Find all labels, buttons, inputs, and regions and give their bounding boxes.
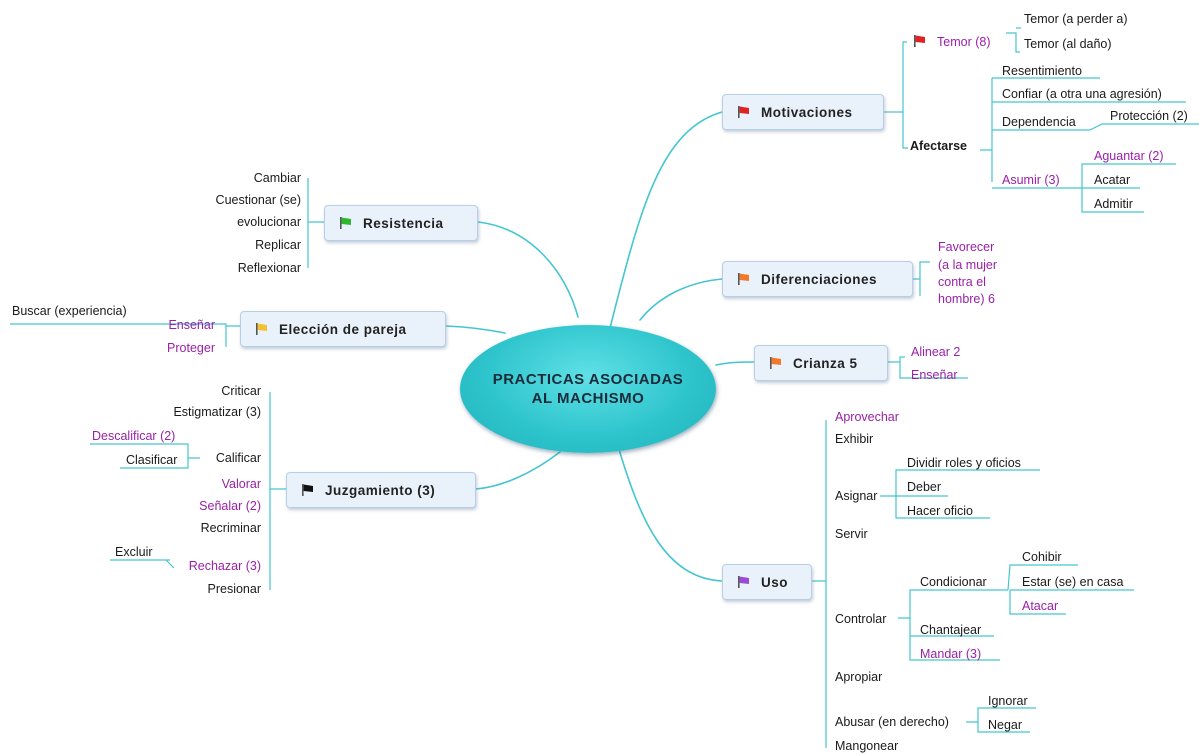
subtopic-estar-en-casa[interactable]: Estar (se) en casa <box>1022 575 1124 589</box>
topic-label: Resistencia <box>363 215 444 231</box>
topic-motivaciones[interactable]: Motivaciones <box>722 94 884 130</box>
subtopic-replicar[interactable]: Replicar <box>255 238 301 252</box>
subtopic-cohibir[interactable]: Cohibir <box>1022 550 1062 564</box>
subtopic-admitir[interactable]: Admitir <box>1094 197 1133 211</box>
topic-label: Diferenciaciones <box>761 271 878 287</box>
black-flag-icon <box>302 484 313 496</box>
subtopic-dividir-roles[interactable]: Dividir roles y oficios <box>907 456 1021 470</box>
subtopic-proteger[interactable]: Proteger <box>167 341 215 355</box>
topic-resistencia[interactable]: Resistencia <box>324 205 478 241</box>
red-flag-icon <box>914 35 925 47</box>
subtopic-favorecer-line3[interactable]: contra el <box>938 275 986 289</box>
subtopic-asumir[interactable]: Asumir (3) <box>1002 173 1060 187</box>
topic-juzgamiento[interactable]: Juzgamiento (3) <box>286 472 476 508</box>
subtopic-negar[interactable]: Negar <box>988 718 1023 732</box>
subtopic-presionar[interactable]: Presionar <box>207 582 262 596</box>
subtopic-proteccion[interactable]: Protección (2) <box>1110 109 1188 123</box>
subtopic-aprovechar[interactable]: Aprovechar <box>835 410 899 424</box>
red-flag-icon <box>738 106 749 118</box>
topic-label: Uso <box>761 574 789 590</box>
orange-flag-icon <box>738 273 749 285</box>
subtopic-estigmatizar[interactable]: Estigmatizar (3) <box>173 405 261 419</box>
subtopic-buscar-experiencia[interactable]: Buscar (experiencia) <box>12 304 127 318</box>
central-topic[interactable]: PRACTICAS ASOCIADAS AL MACHISMO <box>460 325 716 453</box>
subtopic-atacar[interactable]: Atacar <box>1022 599 1059 613</box>
subtopic-abusar[interactable]: Abusar (en derecho) <box>835 715 949 729</box>
subtopic-controlar[interactable]: Controlar <box>835 612 887 626</box>
topic-label: Motivaciones <box>761 104 853 120</box>
purple-flag-icon <box>738 576 749 588</box>
subtopic-alinear[interactable]: Alinear 2 <box>911 345 961 359</box>
green-flag-icon <box>340 217 351 229</box>
subtopic-recriminar[interactable]: Recriminar <box>200 521 261 535</box>
subtopic-senalar[interactable]: Señalar (2) <box>199 499 261 513</box>
subtopic-evolucionar[interactable]: evolucionar <box>237 215 301 229</box>
subtopic-temor[interactable]: Temor (8) <box>937 35 991 49</box>
subtopic-ensenar-pareja[interactable]: Enseñar <box>168 318 215 332</box>
subtopic-dependencia[interactable]: Dependencia <box>1002 115 1076 129</box>
subtopic-favorecer-line4[interactable]: hombre) 6 <box>938 292 995 306</box>
subtopic-ignorar[interactable]: Ignorar <box>988 694 1028 708</box>
topic-label: Juzgamiento (3) <box>325 482 436 498</box>
subtopic-asignar[interactable]: Asignar <box>835 489 878 503</box>
subtopic-mandar[interactable]: Mandar (3) <box>920 647 982 661</box>
topic-uso[interactable]: Uso <box>722 564 812 600</box>
subtopic-mangonear[interactable]: Mangonear <box>835 739 899 753</box>
subtopic-cuestionar[interactable]: Cuestionar (se) <box>215 193 301 207</box>
topic-label: Crianza 5 <box>793 355 858 371</box>
subtopic-deber[interactable]: Deber <box>907 480 942 494</box>
central-topic-line1: PRACTICAS ASOCIADAS <box>492 371 684 388</box>
subtopic-afectarse[interactable]: Afectarse <box>910 139 967 153</box>
subtopic-clasificar[interactable]: Clasificar <box>126 453 178 467</box>
subtopic-temor-perder[interactable]: Temor (a perder a) <box>1024 12 1128 26</box>
subtopic-confiar[interactable]: Confiar (a otra una agresión) <box>1002 87 1162 101</box>
subtopic-apropiar[interactable]: Apropiar <box>835 670 883 684</box>
topic-label: Elección de pareja <box>279 321 407 337</box>
central-topic-line2: AL MACHISMO <box>531 390 645 407</box>
subtopic-rechazar[interactable]: Rechazar (3) <box>188 559 261 573</box>
orange-flag-icon <box>770 357 781 369</box>
subtopic-hacer-oficio[interactable]: Hacer oficio <box>907 504 973 518</box>
subtopic-favorecer-line2[interactable]: (a la mujer <box>938 258 998 272</box>
topic-eleccion-pareja[interactable]: Elección de pareja <box>240 311 446 347</box>
subtopic-servir[interactable]: Servir <box>835 527 868 541</box>
subtopic-valorar[interactable]: Valorar <box>221 477 261 491</box>
subtopic-reflexionar[interactable]: Reflexionar <box>237 261 301 275</box>
topic-diferenciaciones[interactable]: Diferenciaciones <box>722 261 913 297</box>
subtopic-exhibir[interactable]: Exhibir <box>835 432 874 446</box>
subtopic-aguantar[interactable]: Aguantar (2) <box>1094 149 1164 163</box>
subtopic-temor-dano[interactable]: Temor (al daño) <box>1024 37 1112 51</box>
subtopic-condicionar[interactable]: Condicionar <box>920 575 987 589</box>
subtopic-criticar[interactable]: Criticar <box>221 384 261 398</box>
subtopic-calificar[interactable]: Calificar <box>215 451 261 465</box>
subtopic-excluir[interactable]: Excluir <box>115 545 153 559</box>
subtopic-ensenar[interactable]: Enseñar <box>911 368 958 382</box>
subtopic-resentimiento[interactable]: Resentimiento <box>1002 64 1082 78</box>
subtopic-acatar[interactable]: Acatar <box>1094 173 1131 187</box>
topic-crianza[interactable]: Crianza 5 <box>754 345 888 381</box>
subtopic-descalificar[interactable]: Descalificar (2) <box>92 429 176 443</box>
subtopic-cambiar[interactable]: Cambiar <box>253 171 301 185</box>
subtopic-chantajear[interactable]: Chantajear <box>920 623 982 637</box>
subtopic-favorecer-line1[interactable]: Favorecer <box>938 240 995 254</box>
yellow-flag-icon <box>256 323 267 335</box>
